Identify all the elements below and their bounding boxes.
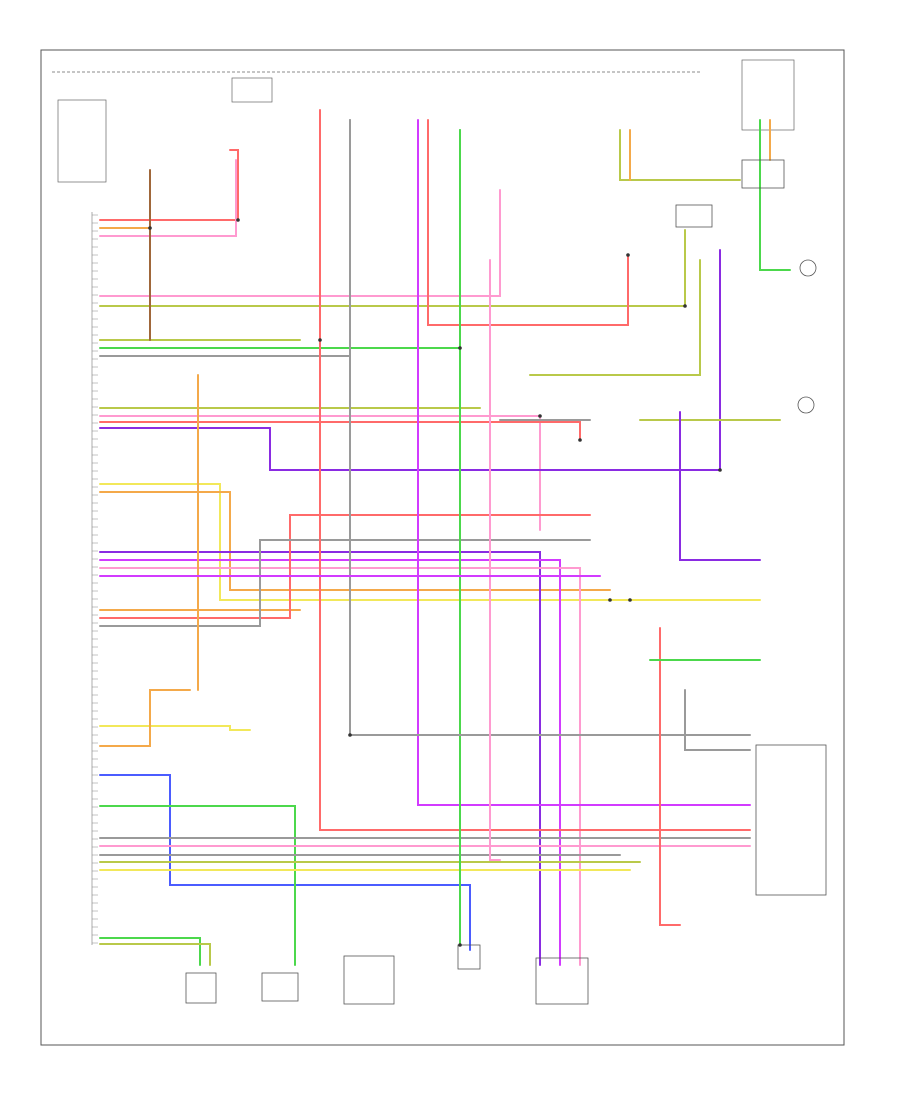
wire-olive: [99, 943, 211, 966]
wire-olive: [99, 229, 686, 307]
wire-red: [659, 627, 681, 926]
diagram-border: [40, 49, 845, 1046]
wire-orange: [99, 689, 191, 747]
wire-green: [99, 805, 296, 966]
wire-purple: [99, 249, 721, 471]
splice-dot: [458, 943, 462, 947]
wire-pink: [489, 259, 501, 861]
bottom-relay-3: [343, 955, 395, 1005]
ecm-connector: [91, 212, 98, 945]
wire-red: [99, 421, 581, 441]
wire-green: [99, 937, 201, 966]
splice-dot: [608, 598, 612, 602]
splice-dot: [626, 253, 630, 257]
splice-dot: [578, 438, 582, 442]
wire-gray: [99, 539, 591, 627]
wire-purple: [99, 551, 541, 966]
wire-purple: [679, 411, 761, 561]
splice-dot: [318, 338, 322, 342]
wire-pink: [99, 567, 581, 966]
splice-dot: [348, 733, 352, 737]
splice-dot: [458, 346, 462, 350]
top-right-relay-box: [741, 159, 785, 189]
transmission-connector: [755, 744, 827, 896]
splice-dot: [148, 226, 152, 230]
wire-orange: [99, 227, 151, 341]
splice-dot: [236, 218, 240, 222]
wire-red: [427, 119, 629, 326]
top-power-bus: [52, 59, 795, 183]
sensor-connector-right: [675, 204, 713, 228]
wire-pink: [99, 189, 501, 297]
bottom-connector-5: [535, 957, 589, 1005]
splice-points: [148, 218, 722, 947]
wire-magenta: [417, 119, 751, 806]
right-sensor-b: [797, 396, 815, 414]
bottom-sensor-2: [261, 972, 299, 1002]
wire-yellow: [99, 725, 251, 731]
splice-dot: [718, 468, 722, 472]
splice-dot: [683, 304, 687, 308]
wire-gray: [684, 689, 751, 751]
wire-gray: [349, 119, 751, 736]
wire-red: [319, 109, 751, 831]
wire-blue: [99, 774, 471, 951]
wire-green: [99, 129, 461, 349]
bottom-connector-4: [457, 944, 481, 970]
wire-harness: [99, 109, 791, 966]
components: [185, 159, 827, 1005]
splice-dot: [538, 414, 542, 418]
wire-red: [99, 149, 239, 221]
splice-dot: [628, 598, 632, 602]
wire-gray: [99, 119, 351, 357]
wire-red: [99, 514, 591, 619]
wire-orange: [99, 491, 611, 591]
wire-green: [759, 119, 791, 271]
bottom-switch-1: [185, 972, 217, 1004]
right-sensor-a: [799, 259, 817, 277]
wire-pink: [99, 159, 237, 237]
wire-olive: [619, 129, 741, 181]
wire-olive: [529, 259, 701, 376]
